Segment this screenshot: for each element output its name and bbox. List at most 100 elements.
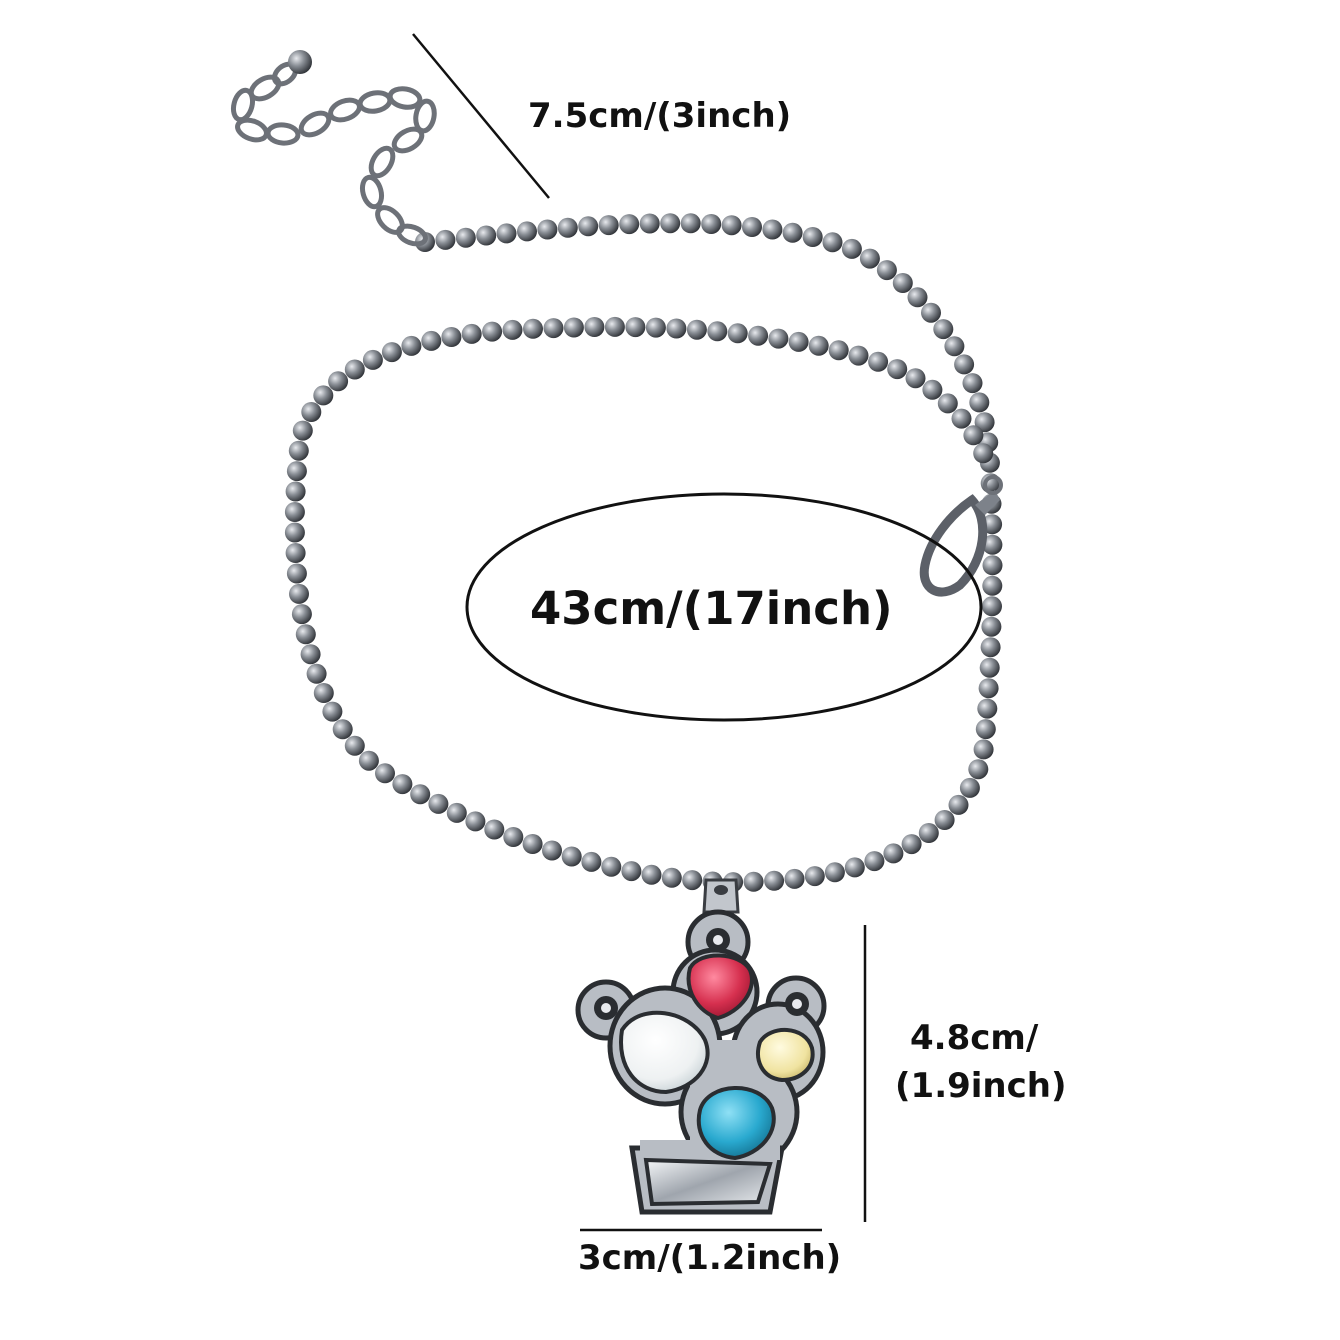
bead xyxy=(980,637,1001,658)
bead xyxy=(982,555,1003,576)
bead xyxy=(285,481,306,502)
bead xyxy=(982,575,1003,596)
bead xyxy=(666,318,687,339)
bead xyxy=(578,216,599,237)
bead xyxy=(721,215,742,236)
bead xyxy=(300,644,321,665)
bead xyxy=(802,227,823,247)
bead xyxy=(292,420,313,441)
bead xyxy=(465,811,486,832)
bead xyxy=(748,325,769,346)
bead xyxy=(951,408,972,429)
bead xyxy=(502,319,523,340)
bead xyxy=(707,321,728,342)
bead xyxy=(503,827,524,847)
bead xyxy=(868,351,889,372)
beads xyxy=(284,213,1003,893)
bead xyxy=(362,349,383,370)
bead xyxy=(660,213,681,234)
bead xyxy=(905,368,926,389)
bead xyxy=(876,260,897,281)
bead xyxy=(563,317,584,338)
white-stone xyxy=(619,1010,710,1095)
bead xyxy=(598,215,619,236)
bead xyxy=(661,867,682,888)
bead xyxy=(762,219,783,240)
bead xyxy=(782,222,803,243)
bead xyxy=(557,217,578,238)
bead xyxy=(979,657,1000,678)
bead xyxy=(476,225,497,246)
bead xyxy=(496,223,517,244)
bead xyxy=(284,522,305,543)
bead xyxy=(784,868,805,889)
bead xyxy=(977,698,998,719)
bead xyxy=(306,663,327,684)
bead xyxy=(284,502,305,522)
bead xyxy=(727,323,748,344)
bead xyxy=(743,871,764,892)
bead xyxy=(974,412,995,433)
bead xyxy=(358,750,379,771)
bead xyxy=(401,335,422,356)
bead xyxy=(742,217,762,237)
bead xyxy=(332,719,353,740)
bead xyxy=(844,857,865,878)
red-stone xyxy=(686,953,754,1021)
chain-end-bead xyxy=(288,50,312,74)
extension-length-label: 7.5cm/(3inch) xyxy=(528,96,792,136)
bead xyxy=(682,870,703,891)
bead xyxy=(944,336,965,357)
lobster-clasp xyxy=(919,475,1003,597)
bead xyxy=(285,543,306,563)
pendant-height-label: 4.8cm/ xyxy=(910,1018,1039,1058)
bead xyxy=(975,719,996,740)
bead xyxy=(522,834,543,854)
bead xyxy=(982,596,1002,617)
bead xyxy=(484,819,505,840)
bead xyxy=(482,321,503,342)
bead xyxy=(639,213,660,234)
pot-plate xyxy=(643,1157,773,1207)
bead xyxy=(963,425,984,446)
bead xyxy=(764,870,785,891)
bead xyxy=(619,214,640,235)
extension-measure-line xyxy=(412,33,550,199)
bead xyxy=(907,287,928,308)
bead xyxy=(523,318,543,339)
bead xyxy=(934,810,955,830)
bead xyxy=(441,327,462,347)
necklace-length-label: 43cm/(17inch) xyxy=(530,582,893,635)
bead xyxy=(604,316,625,337)
bead xyxy=(933,319,954,340)
bead xyxy=(768,328,789,349)
bead xyxy=(561,846,582,867)
bead xyxy=(344,735,365,756)
bead xyxy=(375,763,395,784)
bead xyxy=(313,385,334,406)
bead xyxy=(461,323,482,344)
bead xyxy=(625,317,646,338)
bead xyxy=(887,359,908,380)
bead xyxy=(289,583,309,604)
bead xyxy=(968,759,989,780)
bead xyxy=(962,373,983,394)
bead xyxy=(828,340,849,361)
bead xyxy=(822,232,843,253)
bead xyxy=(921,302,941,323)
bead xyxy=(295,624,316,645)
bead xyxy=(313,683,334,703)
pendant-height-inch-label: (1.9inch) xyxy=(895,1066,1067,1106)
bead xyxy=(973,739,994,760)
bead xyxy=(421,330,442,351)
bead xyxy=(641,864,662,885)
bead xyxy=(286,563,307,584)
bead xyxy=(973,443,994,464)
bead xyxy=(601,856,622,877)
bead xyxy=(288,440,309,461)
bead xyxy=(621,861,642,882)
bead xyxy=(517,221,537,242)
bead xyxy=(537,219,558,240)
bead xyxy=(392,774,413,795)
bead xyxy=(841,238,862,259)
